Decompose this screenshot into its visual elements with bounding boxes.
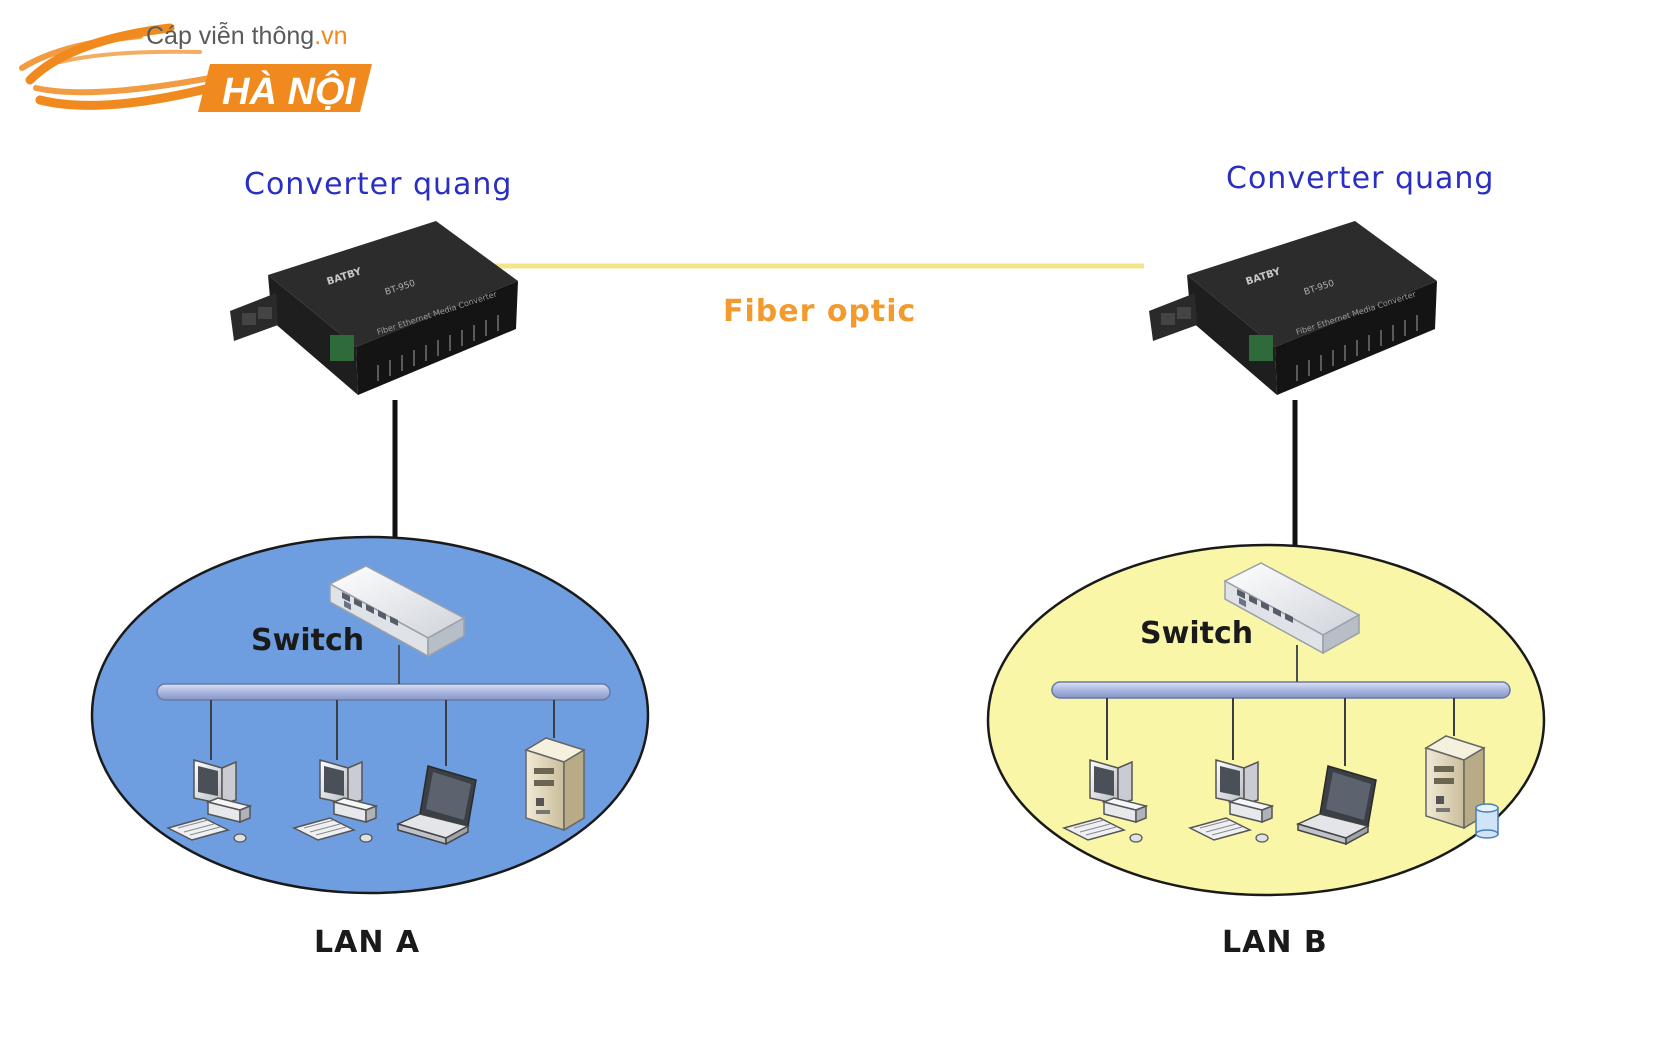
left-media-converter-icon [229, 220, 519, 396]
lan-a-drops [210, 700, 555, 766]
lan-a-server-icon [525, 737, 585, 831]
brand-name: Cáp viễn thông.vn [146, 21, 348, 50]
right-media-converter-icon [1148, 220, 1438, 396]
cable-swoosh-icon [19, 23, 215, 110]
lan-a-bus [156, 683, 611, 701]
lan-a-label: LAN A [314, 925, 420, 960]
brand-logo: Cáp viễn thông.vn HÀ NỘI [19, 21, 372, 113]
fiber-link-label: Fiber optic [723, 294, 916, 329]
lan-b-switch-label: Switch [1140, 616, 1253, 651]
right-converter-label: Converter quang [1226, 161, 1494, 196]
lan-b-bus [1051, 681, 1511, 699]
lan-a-switch-label: Switch [251, 623, 364, 658]
lan-b-label: LAN B [1222, 925, 1328, 960]
lan-b-drops [1106, 698, 1455, 766]
city-badge [198, 64, 372, 112]
lan-b-database-icon [1475, 803, 1499, 839]
city-name: HÀ NỘI [222, 68, 356, 113]
left-converter-label: Converter quang [244, 167, 512, 202]
